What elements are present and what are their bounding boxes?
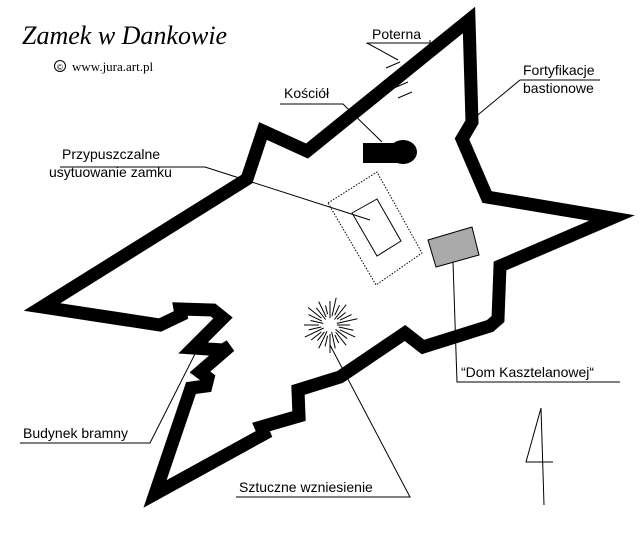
mound-ray xyxy=(324,335,329,347)
leader-kosciol xyxy=(280,103,383,143)
artificial-mound-icon xyxy=(304,297,358,353)
mound-ray xyxy=(317,331,325,341)
label-budynek-bramny: Budynek bramny xyxy=(23,425,128,441)
leader-zamek xyxy=(60,166,371,221)
label-kosciol: Kościół xyxy=(284,85,330,101)
presumed-castle-outline xyxy=(327,171,423,286)
mound-ray xyxy=(310,331,322,341)
mound-ray xyxy=(325,305,329,315)
mound-ray xyxy=(310,320,324,324)
copyright-symbol: © xyxy=(57,63,63,72)
mound-ray xyxy=(318,331,328,349)
dom-kasztelanowej-building xyxy=(427,226,480,268)
leader-dom xyxy=(452,261,620,383)
mound-ray xyxy=(331,297,337,317)
mound-ray xyxy=(308,314,323,322)
copyright-icon: © xyxy=(54,60,66,72)
label-sztuczne-wzniesienie: Sztuczne wzniesienie xyxy=(239,479,373,495)
mound-ray xyxy=(308,326,322,331)
north-arrow-icon xyxy=(525,407,553,506)
leader-wzniesienie xyxy=(236,344,411,498)
mound-ray xyxy=(335,329,348,340)
map-title: Zamek w Dankowie xyxy=(22,21,227,50)
label-zamek-line2: usytuowanie zamku xyxy=(49,164,172,180)
leader-budynek xyxy=(20,347,199,444)
mound-ray xyxy=(334,334,340,344)
mound-ray xyxy=(331,331,336,349)
label-poterna: Poterna xyxy=(372,26,421,42)
leader-lines xyxy=(20,40,620,498)
leader-poterna xyxy=(367,40,431,44)
poterna-marker xyxy=(385,61,413,99)
mound-ray xyxy=(339,329,356,338)
mound-ray xyxy=(334,304,347,320)
bastion-fortification-wall xyxy=(23,6,635,508)
website-credit: www.jura.art.pl xyxy=(72,59,153,74)
label-fortyfikacje-line1: Fortyfikacje xyxy=(523,62,595,78)
presumed-castle-core xyxy=(351,198,402,257)
church-icon xyxy=(363,140,417,164)
label-zamek-line1: Przypuszczalne xyxy=(62,146,160,162)
mound-ray xyxy=(304,327,324,338)
mound-ray xyxy=(315,307,326,320)
leader-fortyfikacje-diag xyxy=(461,79,521,129)
mound-ray xyxy=(336,312,346,320)
mound-ray xyxy=(318,301,327,318)
mound-ray xyxy=(307,307,322,319)
label-dom-kasztelanowej: “Dom Kasztelanowej“ xyxy=(461,364,594,380)
mound-ray xyxy=(339,314,352,321)
mound-ray xyxy=(336,318,358,324)
label-fortyfikacje-line2: bastionowe xyxy=(523,80,594,96)
mound-ray xyxy=(334,304,340,316)
mound-ray xyxy=(338,326,354,331)
mound-ray xyxy=(335,331,347,346)
